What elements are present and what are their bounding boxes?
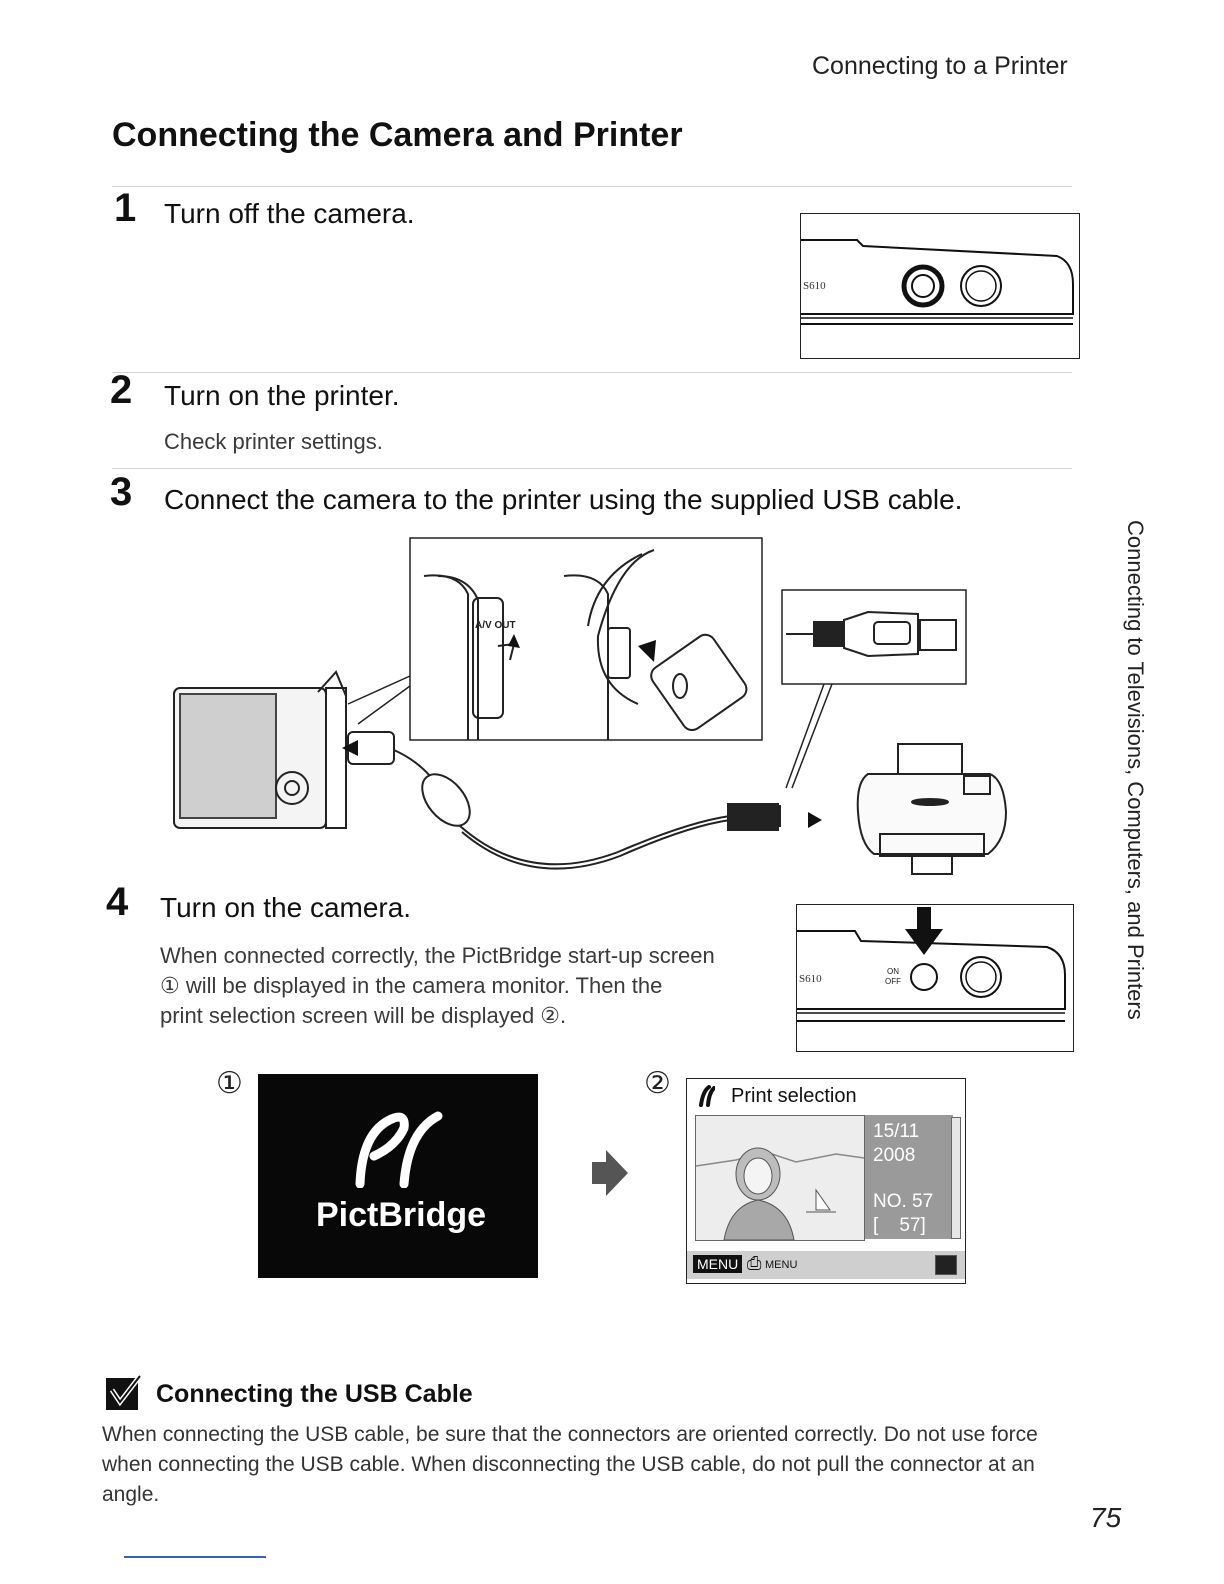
camera-top-off-illustration	[801, 239, 1074, 325]
bottom-bar: MENU ⎙ MENU	[687, 1251, 965, 1279]
photo-date-year: 2008	[873, 1145, 916, 1166]
menu-key-badge: MENU	[693, 1255, 743, 1273]
note-title: Connecting the USB Cable	[156, 1380, 473, 1408]
camera-body	[173, 670, 347, 829]
footer-rule	[124, 1556, 266, 1558]
running-header: Connecting to a Printer	[812, 52, 1068, 80]
screen-1-marker: ①	[216, 1067, 243, 1100]
step-2-divider	[112, 468, 1072, 469]
step-2-text: Turn on the printer.	[164, 380, 400, 411]
step-4-subtext-line-2: ① will be displayed in the camera monito…	[160, 973, 663, 998]
title-divider	[112, 186, 1072, 187]
step-4-subtext-line-1: When connected correctly, the PictBridge…	[160, 943, 715, 968]
step-3-number: 3	[110, 470, 133, 514]
step-3-text: Connect the camera to the printer using …	[164, 484, 963, 515]
pictbridge-logo-icon	[355, 1111, 443, 1188]
camera-model-label: S610	[799, 973, 822, 985]
photo-thumbnail	[695, 1115, 865, 1241]
step-4-subtext-line-3: print selection screen will be displayed…	[160, 1003, 567, 1028]
usb-connection-diagram	[173, 537, 1008, 875]
camera-top-on-illustration	[797, 907, 1066, 1022]
photo-thumbnail-image	[696, 1147, 864, 1240]
pictbridge-startup-screen: PictBridge	[258, 1074, 538, 1278]
page-number: 75	[1090, 1502, 1122, 1533]
photo-info-panel: 15/11 2008 NO. 57 [ 57]	[865, 1115, 953, 1239]
next-screen-arrow-icon	[592, 1150, 628, 1196]
print-selection-title: Print selection	[731, 1085, 857, 1107]
step-2-number: 2	[110, 368, 133, 412]
note-checkmark-icon	[106, 1374, 142, 1410]
step-4-number: 4	[106, 880, 129, 924]
photo-number: NO. 57	[873, 1191, 934, 1212]
step-4-text: Turn on the camera.	[160, 892, 412, 923]
switch-on-label: ON	[887, 967, 899, 976]
camera-top-off-figure: S610	[800, 213, 1080, 359]
camera-side-port-detail	[423, 549, 748, 740]
photo-count: [ 57]	[873, 1215, 926, 1236]
step-1-divider	[112, 372, 1072, 373]
section-side-tab: Connecting to Televisions, Computers, an…	[1123, 520, 1148, 1020]
av-out-label: A/V OUT	[475, 620, 516, 631]
photo-date-day: 15/11	[873, 1121, 920, 1142]
switch-off-label: OFF	[885, 977, 901, 986]
print-selection-screen: Print selection 15/11 2008 NO. 57 [ 57] …	[686, 1078, 966, 1284]
printer	[856, 743, 1008, 875]
usb-cable	[347, 731, 781, 870]
scroll-bar[interactable]	[951, 1117, 961, 1239]
screen-2-marker: ②	[644, 1067, 671, 1100]
print-menu-icon: ⎙	[747, 1253, 762, 1273]
step-1-text: Turn off the camera.	[164, 198, 415, 229]
pictbridge-label: PictBridge	[316, 1196, 487, 1234]
thumbnail-view-icon	[935, 1255, 957, 1275]
pictbridge-small-icon	[699, 1085, 715, 1107]
page-title: Connecting the Camera and Printer	[112, 116, 683, 154]
note-body: When connecting the USB cable, be sure t…	[102, 1423, 1038, 1506]
usb-plug-detail	[786, 610, 957, 658]
camera-model-label: S610	[803, 280, 826, 292]
camera-top-on-figure: S610 ON OFF	[796, 904, 1074, 1052]
step-1-number: 1	[114, 186, 137, 230]
step-2-subtext: Check printer settings.	[164, 429, 383, 454]
print-menu-label: MENU	[765, 1259, 798, 1271]
